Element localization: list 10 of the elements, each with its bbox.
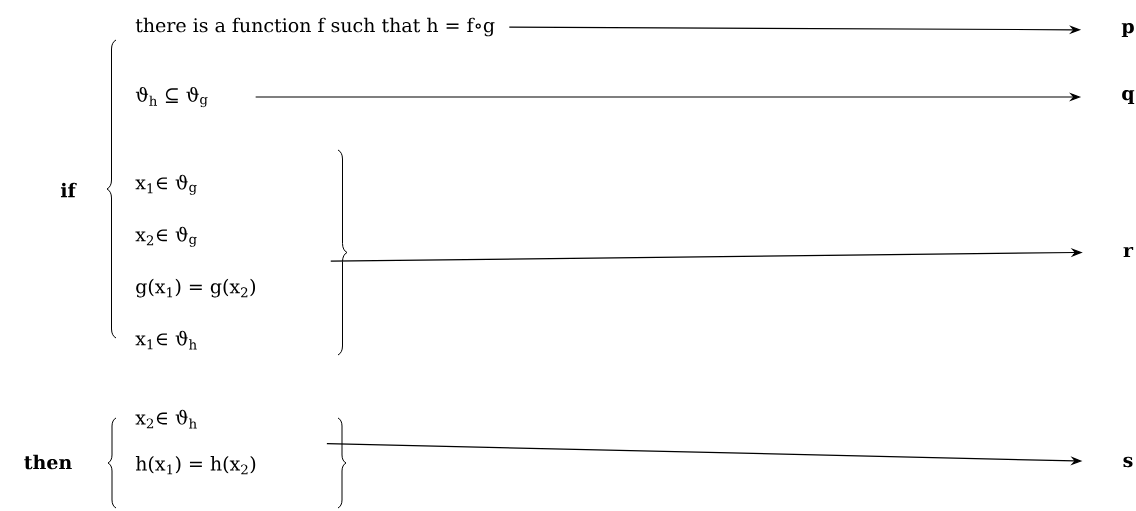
statement-text: there is a function f such that h = f∘g — [135, 17, 495, 37]
statement-text: x$_{2}$∈ ϑ$_{h}$ h(x$_{1}$) = h(x$_{2}$) — [135, 409, 256, 475]
keyword-label: then — [24, 454, 72, 470]
result-letter: s — [1123, 456, 1133, 468]
statement-text: x$_{1}$∈ ϑ$_{g}$ x$_{2}$∈ ϑ$_{g}$ g(x$_{1}$) = g(x$_{2}$) x$_{1}$∈ ϑ$_{h}$ — [135, 174, 256, 350]
result-letter: r — [1123, 246, 1134, 258]
result-letter: p — [1121, 22, 1134, 38]
statement-text: ϑ$_{h}$ ⊆ ϑ$_{g}$ — [135, 86, 208, 108]
keyword-label: if — [60, 182, 77, 198]
result-letter: q — [1122, 89, 1135, 105]
